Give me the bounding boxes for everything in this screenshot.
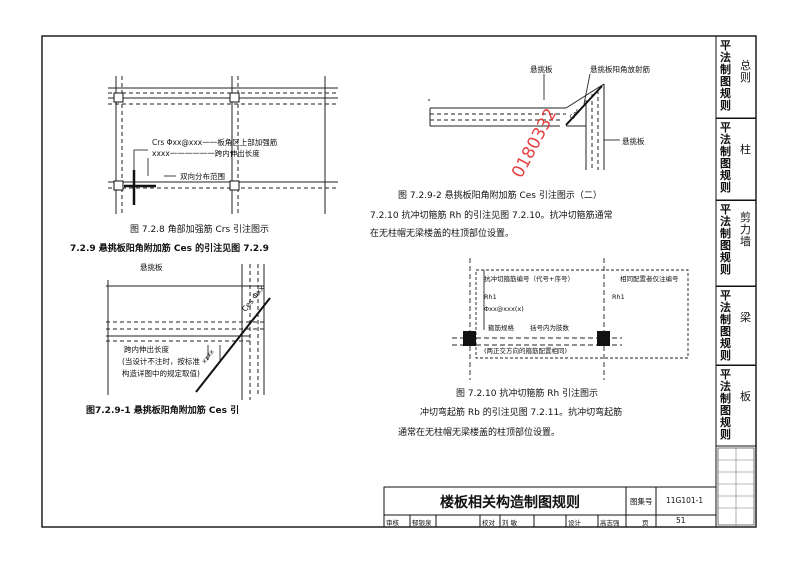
titleblock: 楼板相关构造制图规则 图集号 11G101-1 审核 郁银泉 校对 刘 敏 设计… (384, 487, 716, 527)
titleblock-designer: 高志强 (600, 519, 620, 527)
titleblock-check-label: 校对 (482, 519, 495, 527)
sidebar-label-column: 柱 (740, 143, 751, 156)
fig-7-2-9-2-caption: 图 7.2.9-2 悬挑板阳角附加筋 Ces 引注图示（二） (398, 191, 602, 201)
sidebar-vertical-text: 平法制图规则 (720, 39, 731, 112)
fig-7-2-9-1-slab-label: 悬挑板 (140, 263, 163, 272)
para-rb-line-1: 冲切弯起筋 Rb 的引注见图 7.2.11。抗冲切弯起筋 (420, 408, 623, 418)
fig-7-2-9-1-note-1: 跨内伸出长度 (124, 345, 169, 354)
para-7-2-9: 7.2.9 悬挑板阳角附加筋 Ces 的引注见图 7.2.9 (70, 244, 269, 254)
fig-7-2-10-code-label: 抗冲切箍筋编号（代号+序号） (484, 275, 574, 283)
fig-7-2-9-2-leaders (543, 73, 620, 141)
fig-7-2-10-caption: 图 7.2.10 抗冲切箍筋 Rh 引注图示 (456, 389, 599, 399)
titleblock-title: 楼板相关构造制图规则 (440, 495, 580, 511)
sidebar-label-shearwall: 剪力墙 (740, 211, 751, 248)
titleblock-review-label: 审核 (386, 519, 399, 527)
para-7-2-10-line-2: 在无柱帽无梁楼盖的柱顶部位设置。 (370, 229, 515, 239)
fig-7-2-10-rh1-left: Rh1 (484, 293, 497, 301)
fig-7-2-10-spec: Φxx@xxx(x) (484, 305, 524, 313)
fig-7-2-8-columns (113, 92, 240, 191)
fig-7-2-9-1-dim (207, 345, 221, 360)
fig-7-2-10-spec-label: 箍筋规格 (488, 324, 514, 332)
titleblock-checker: 刘 敏 (502, 519, 518, 527)
column-right (597, 331, 610, 346)
fig-7-2-9-1-note-3: 构造详图中的规定取值) (122, 369, 200, 378)
fig-7-2-9-1-lines (106, 264, 265, 400)
fig-7-2-9-2-radial-label: 悬挑板阳角放射筋 (590, 65, 650, 74)
sidebar-label-slab: 板 (740, 390, 751, 403)
fig-7-2-9-2-slab-right: 悬挑板 (622, 137, 645, 146)
fig-7-2-8-corner-bars (124, 170, 156, 205)
titleblock-design-label: 设计 (568, 519, 581, 527)
titleblock-atlas-label: 图集号 (630, 497, 653, 506)
fig-7-2-8-callout-1: Crs Φxx@xxx一一板角区上部加强筋 (152, 138, 278, 147)
sidebar-vertical-text: 平法制图规则 (720, 289, 731, 362)
fig-7-2-10-both-label: (两正交方向的箍筋配置相同) (484, 347, 568, 355)
fig-7-2-8-leaders (133, 149, 176, 177)
fig-7-2-8-callout-2: xxxx一一一一一一跨内伸出长度 (152, 149, 260, 158)
fig-7-2-10-rh1-right: Rh1 (612, 293, 625, 301)
fig-7-2-9-2-radial-bar (565, 85, 603, 126)
sidebar-label-general: 总则 (740, 59, 751, 84)
fig-7-2-10-lines (452, 258, 689, 380)
sidebar-section-column[interactable]: 平法制图规则 柱 (716, 118, 756, 201)
sidebar-section-general[interactable]: 平法制图规则 总则 (716, 36, 756, 119)
sidebar-vertical-text: 平法制图规则 (720, 368, 731, 441)
sidebar-section-beam[interactable]: 平法制图规则 梁 (716, 286, 756, 366)
para-7-2-10-line-1: 7.2.10 抗冲切箍筋 Rh 的引注见图 7.2.10。抗冲切箍筋通常 (370, 211, 613, 221)
fig-7-2-9-2-lines (428, 83, 605, 170)
sidebar-section-slab[interactable]: 平法制图规则 板 (716, 365, 756, 446)
para-rb-line-2: 通常在无柱帽无梁楼盖的柱顶部位设置。 (398, 428, 561, 438)
sidebar-section-shearwall[interactable]: 平法制图规则 剪力墙 (716, 200, 756, 287)
fig-7-2-8-callout-3: 双向分布范围 (180, 172, 225, 181)
titleblock-page-label: 页 (642, 519, 649, 527)
titleblock-page-no: 51 (676, 516, 686, 525)
sidebar-vertical-text: 平法制图规则 (720, 203, 731, 276)
sidebar-vertical-text: 平法制图规则 (720, 121, 731, 194)
titleblock-reviewer: 郁银泉 (412, 519, 432, 527)
sidebar-label-beam: 梁 (740, 311, 751, 324)
fig-7-2-9-2-slab-top: 悬挑板 (530, 65, 553, 74)
fig-7-2-8-caption: 图 7.2.8 角部加强筋 Crs 引注图示 (130, 225, 270, 235)
fig-7-2-10-legs-label: 括号内为肢数 (530, 324, 569, 332)
sidebar: 平法制图规则 总则 平法制图规则 柱 平法制图规则 剪力墙 平法制图规则 梁 平… (716, 36, 756, 527)
fig-7-2-9-1-caption: 图7.2.9-1 悬挑板阳角附加筋 Ces 引 (86, 406, 240, 416)
fig-7-2-9-1-ces-bar (195, 297, 271, 393)
titleblock-atlas-no: 11G101-1 (666, 496, 704, 505)
fig-7-2-9-1-note-2: (当设计不注时，按标准 (122, 357, 200, 366)
fig-7-2-10-same-label: 相同配置者仅注编号 (620, 275, 679, 283)
column-left (463, 331, 476, 346)
